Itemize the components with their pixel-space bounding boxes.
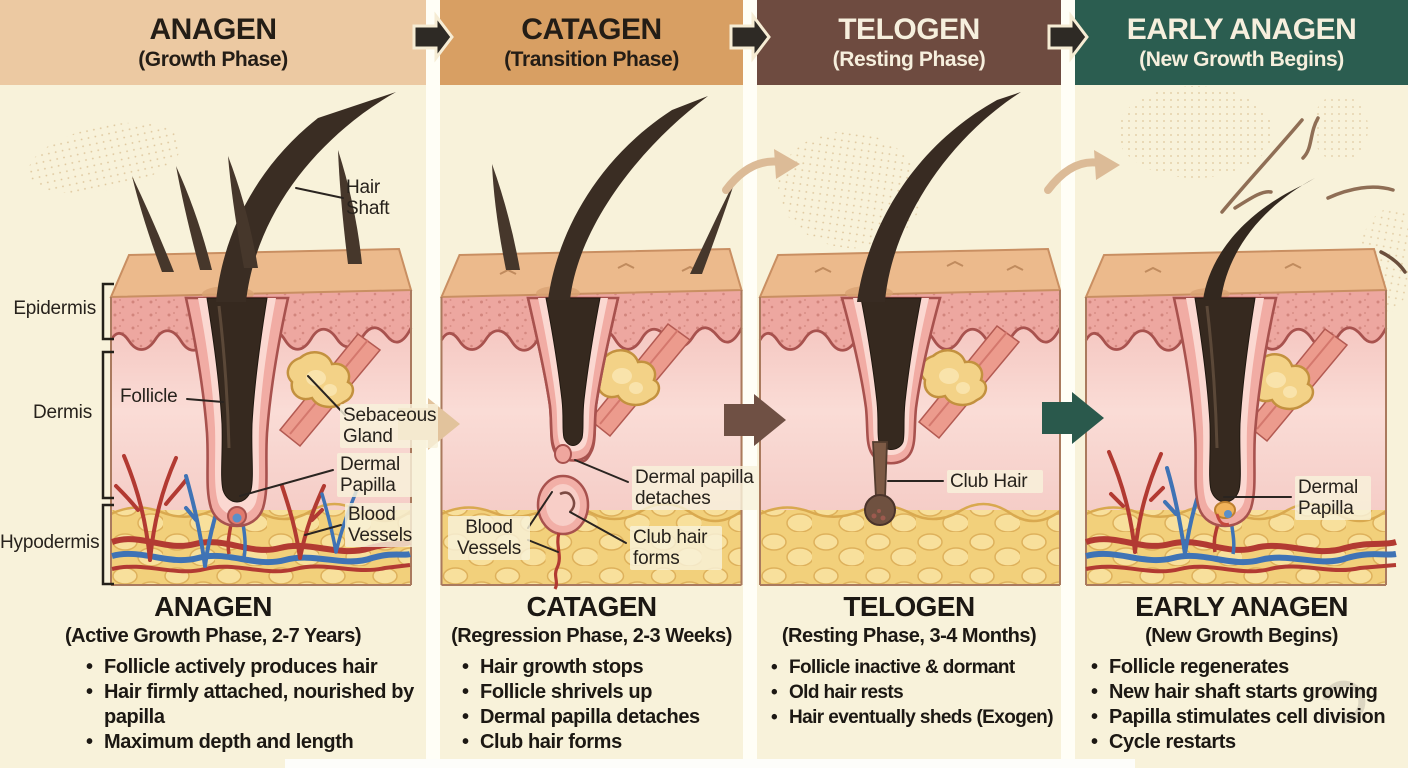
sebaceous-gland: [919, 349, 988, 407]
panel-telogen: TELOGEN (Resting Phase, 3-4 Months) Foll…: [757, 591, 1061, 731]
dermal-papilla: [1214, 501, 1236, 519]
label-blood-vessels: Blood Vessels: [345, 503, 421, 547]
panel-anagen-bullets: Follicle actively produces hair Hair fir…: [82, 655, 426, 755]
bullet: Hair firmly attached, nourished by papil…: [82, 680, 426, 730]
sebaceous-gland: [592, 349, 661, 407]
bullet: Old hair rests: [767, 680, 1061, 705]
catagen-illustration: [440, 96, 743, 590]
arrector-pili-muscle: [918, 325, 1020, 439]
header-catagen: CATAGEN (Transition Phase): [440, 0, 743, 85]
header-anagen-title: ANAGEN: [149, 13, 277, 47]
header-early-anagen: EARLY ANAGEN (New Growth Begins): [1075, 0, 1408, 85]
panel-catagen-subtitle: (Regression Phase, 2-3 Weeks): [451, 625, 732, 647]
bullet: Hair eventually sheds (Exogen): [767, 705, 1061, 730]
bullet: Follicle inactive & dormant: [767, 655, 1061, 680]
column-separator: [743, 0, 757, 768]
blood-vessels-red: [114, 454, 326, 562]
panel-anagen: ANAGEN (Active Growth Phase, 2-7 Years) …: [0, 591, 426, 756]
column-separator: [1061, 0, 1075, 768]
label-club-hair: Club Hair: [947, 470, 1043, 493]
dermal-papilla: [227, 506, 247, 526]
bullet: Follicle shrivels up: [458, 680, 743, 705]
detaching-dermal-papilla: [554, 444, 572, 464]
bullet: Cycle restarts: [1087, 730, 1408, 755]
header-telogen: TELOGEN (Resting Phase): [757, 0, 1061, 85]
panel-telogen-subtitle: (Resting Phase, 3-4 Months): [781, 625, 1037, 647]
header-telogen-title: TELOGEN: [838, 13, 980, 47]
club-hair-forming: [536, 474, 590, 590]
club-hair-bulb: [864, 494, 896, 526]
layer-brackets: [101, 282, 114, 586]
hair-follicle: [184, 296, 290, 528]
blood-vessel: [553, 532, 561, 590]
shed-hair-strands: [1220, 116, 1407, 274]
resting-follicle: [840, 296, 942, 526]
arrector-pili-muscle: [589, 323, 691, 437]
label-dermis: Dermis: [33, 402, 92, 423]
column-separator: [426, 0, 440, 768]
short-hairs: [492, 164, 736, 274]
short-hairs: [132, 150, 362, 272]
bullet: Club hair forms: [458, 730, 743, 755]
bullet: Follicle regenerates: [1087, 655, 1408, 680]
blood-vessels-blue: [1163, 466, 1209, 556]
regenerating-follicle: [1172, 296, 1278, 528]
new-hair-shaft: [1203, 178, 1315, 300]
label-follicle: Follicle: [120, 386, 178, 407]
panel-early-anagen-bullets: Follicle regenerates New hair shaft star…: [1087, 655, 1408, 755]
label-hair-shaft: Hair Shaft: [346, 177, 390, 219]
bullet: Hair growth stops: [458, 655, 743, 680]
label-dermal-papilla: Dermal Papilla: [337, 453, 413, 497]
label-sebaceous-gland: Sebaceous Gland: [340, 404, 438, 448]
hair-shaft: [857, 92, 1021, 302]
panel-anagen-title: ANAGEN: [154, 591, 272, 622]
header-early-anagen-title: EARLY ANAGEN: [1126, 13, 1357, 47]
panel-telogen-title: TELOGEN: [843, 591, 975, 622]
label-hypodermis: Hypodermis: [0, 532, 100, 553]
club-hair-stem: [872, 441, 888, 499]
label-epidermis: Epidermis: [13, 298, 96, 319]
label-dermal-papilla-early: Dermal Papilla: [1295, 476, 1371, 520]
sebaceous-gland: [286, 351, 355, 409]
panel-telogen-bullets: Follicle inactive & dormant Old hair res…: [767, 655, 1061, 730]
panel-early-anagen-subtitle: (New Growth Begins): [1145, 625, 1338, 647]
bullet: Papilla stimulates cell division: [1087, 705, 1408, 730]
header-telogen-subtitle: (Resting Phase): [832, 47, 986, 71]
sebaceous-gland: [1246, 353, 1315, 411]
bullet: Maximum depth and length: [82, 730, 426, 755]
header-anagen: ANAGEN (Growth Phase): [0, 0, 426, 85]
arrector-pili-muscle: [1246, 328, 1348, 442]
panel-catagen-bullets: Hair growth stops Follicle shrivels up D…: [458, 655, 743, 755]
panel-catagen-title: CATAGEN: [526, 591, 657, 622]
blood-vessels-blue: [184, 474, 358, 568]
label-blood-vessels-catagen: Blood Vessels: [448, 516, 530, 560]
bullet: Dermal papilla detaches: [458, 705, 743, 730]
blood-vessels-red: [1107, 450, 1165, 554]
panel-early-anagen-title: EARLY ANAGEN: [1135, 591, 1348, 622]
panel-anagen-subtitle: (Active Growth Phase, 2-7 Years): [65, 625, 361, 647]
shrinking-follicle: [526, 296, 620, 464]
panel-catagen: CATAGEN (Regression Phase, 2-3 Weeks) Ha…: [440, 591, 743, 756]
hair-shaft: [548, 96, 708, 300]
header-catagen-title: CATAGEN: [521, 13, 662, 47]
bottom-strip: [285, 759, 1135, 768]
header-early-anagen-subtitle: (New Growth Begins): [1139, 47, 1344, 71]
label-club-hair-forms: Club hair forms: [630, 526, 722, 570]
bullet: Follicle actively produces hair: [82, 655, 426, 680]
telogen-illustration: [758, 92, 1061, 587]
label-dermal-papilla-detaches: Dermal papilla detaches: [632, 466, 758, 510]
header-catagen-subtitle: (Transition Phase): [504, 47, 679, 71]
bullet: New hair shaft starts growing: [1087, 680, 1408, 705]
panel-early-anagen: EARLY ANAGEN (New Growth Begins) Follicl…: [1075, 591, 1408, 756]
header-anagen-subtitle: (Growth Phase): [138, 47, 288, 71]
